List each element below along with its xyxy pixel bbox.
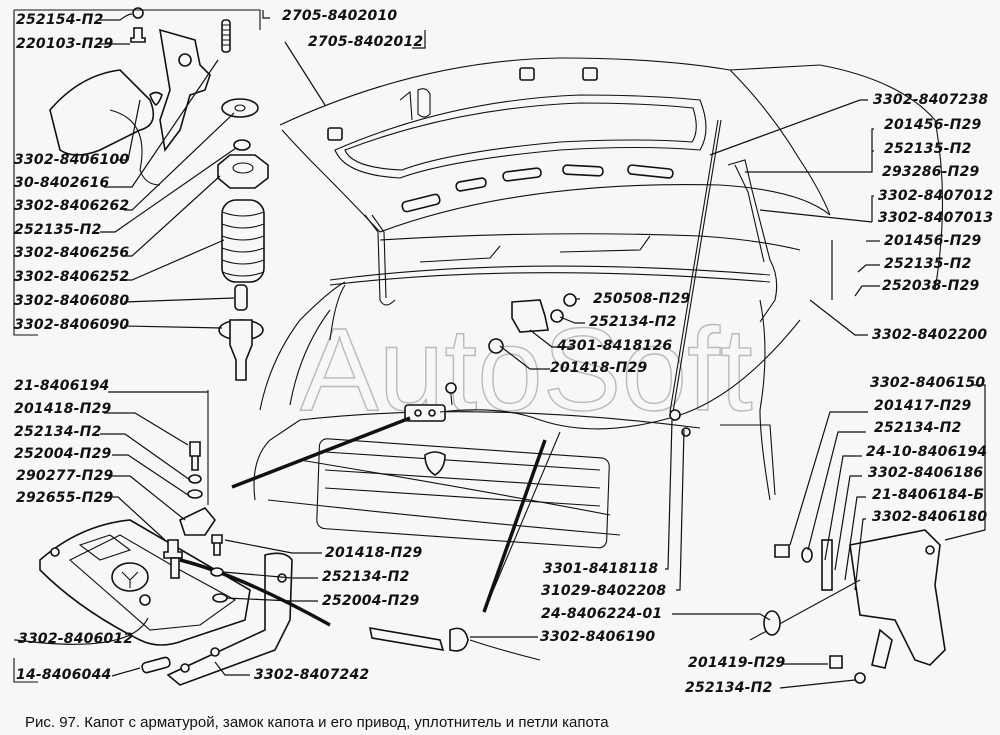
hood-vent-slot xyxy=(502,167,542,182)
part-label: 201418-П29 xyxy=(14,401,112,417)
part-label: 252154-П2 xyxy=(16,12,104,28)
part-label: 252038-П29 xyxy=(882,278,980,294)
part-label: 3302-8407012 xyxy=(878,188,993,204)
part-label: 3302-8406180 xyxy=(872,509,987,525)
part-label: 3302-8406262 xyxy=(14,198,129,214)
part-label: 3302-8406190 xyxy=(540,629,655,645)
part-label: 3302-8406080 xyxy=(14,293,129,309)
part-label: 2705-8402010 xyxy=(282,8,397,24)
return-spring xyxy=(141,656,171,674)
part-label: 252134-П2 xyxy=(589,314,677,330)
part-label: 4301-8418126 xyxy=(556,338,672,354)
cable-holder xyxy=(821,539,833,591)
part-label: 252134-П2 xyxy=(322,569,410,585)
part-label: 3302-8406150 xyxy=(870,375,985,391)
cable-clip xyxy=(449,627,469,652)
part-label: 3302-8407013 xyxy=(878,210,993,226)
part-label: 201418-П29 xyxy=(325,545,423,561)
lock-bracket xyxy=(166,552,293,686)
screw-icon xyxy=(130,27,146,43)
stud-icon xyxy=(234,284,248,311)
part-label: 3302-8407238 xyxy=(873,92,988,108)
bolt-icon xyxy=(829,655,843,669)
hood-vent-slot xyxy=(401,193,441,213)
part-label: 3302-8407242 xyxy=(254,667,369,683)
part-label: 252004-П29 xyxy=(14,446,112,462)
lock-washer-icon xyxy=(233,139,251,151)
hood-vent-slot xyxy=(455,177,487,192)
part-label: 3301-8418118 xyxy=(543,561,658,577)
nut-hex-icon xyxy=(217,154,269,189)
part-label: 201418-П29 xyxy=(550,360,648,376)
hood-vent-slot xyxy=(627,164,674,179)
part-label: 290277-П29 xyxy=(16,468,114,484)
part-label: 21-8406194 xyxy=(14,378,109,394)
part-labels: 252154-П2 220103-П29 2705-8402010 2705-8… xyxy=(14,8,993,696)
grommet xyxy=(763,610,781,636)
part-label: 3302-8406012 xyxy=(18,631,133,647)
hood-bumper xyxy=(582,67,598,81)
lock-plate-assembly xyxy=(13,390,331,686)
hood-drawing xyxy=(231,57,944,613)
part-label: 252135-П2 xyxy=(884,141,972,157)
bolt-head xyxy=(488,338,504,354)
part-label: 252134-П2 xyxy=(14,424,102,440)
part-label: 252135-П2 xyxy=(884,256,972,272)
part-label: 3302-8406100 xyxy=(14,152,129,168)
lock-cable xyxy=(179,558,331,627)
part-label: 3302-8406186 xyxy=(868,465,983,481)
release-cable xyxy=(231,416,411,489)
hood-lock xyxy=(404,404,446,422)
release-handle xyxy=(871,628,893,669)
part-label: 201417-П29 xyxy=(874,398,972,414)
grille-emblem xyxy=(424,451,446,476)
hood-bumper xyxy=(519,67,535,81)
part-label: 201456-П29 xyxy=(884,117,982,133)
cable-clamp xyxy=(179,507,216,536)
hood-vent-slot xyxy=(562,164,604,177)
part-label: 21-8406184-Б xyxy=(872,487,984,503)
part-label: 24-8406224-01 xyxy=(541,606,662,622)
part-label: 24-10-8406194 xyxy=(866,444,987,460)
hood-hinge-bracket xyxy=(159,28,211,152)
part-label: 252134-П2 xyxy=(685,680,773,696)
bolt-icon xyxy=(774,544,790,558)
part-label: 252134-П2 xyxy=(874,420,962,436)
lock-catch xyxy=(511,299,549,333)
hood-prop-rod xyxy=(669,119,719,413)
hood-bumper xyxy=(327,127,343,141)
part-label: 201419-П29 xyxy=(688,655,786,671)
figure-caption: Рис. 97. Капот с арматурой, замок капота… xyxy=(25,714,609,731)
part-label: 250508-П29 xyxy=(593,291,691,307)
cable-sheath xyxy=(368,627,445,652)
part-label: 30-8402616 xyxy=(14,175,110,191)
spring xyxy=(221,19,231,53)
part-label: 3302-8402200 xyxy=(872,327,987,343)
part-label: 292655-П29 xyxy=(16,490,114,506)
part-label: 31029-8402208 xyxy=(541,583,666,599)
left-upper-parts xyxy=(13,7,269,381)
part-label: 201456-П29 xyxy=(884,233,982,249)
hood-spring xyxy=(399,88,431,121)
release-handle-assembly xyxy=(368,529,946,684)
bolt-icon xyxy=(211,534,223,556)
part-label: 293286-П29 xyxy=(882,164,980,180)
part-label: 252135-П2 xyxy=(14,222,102,238)
part-label: 2705-8402012 xyxy=(308,34,423,50)
radiator-grille xyxy=(316,438,610,549)
handle-bracket xyxy=(849,529,946,666)
part-label: 252004-П29 xyxy=(322,593,420,609)
leader-lines xyxy=(14,10,986,689)
part-label: 3302-8406256 xyxy=(14,245,129,261)
part-label: 220103-П29 xyxy=(16,36,114,52)
part-label: 3302-8406090 xyxy=(14,317,129,333)
washer-icon xyxy=(221,98,259,118)
spring-buffer xyxy=(221,199,265,283)
hood-bracket-plate xyxy=(49,69,155,156)
part-label: 3302-8406252 xyxy=(14,269,129,285)
bolt-icon xyxy=(163,539,183,559)
part-label: 14-8406044 xyxy=(16,667,111,683)
bolt-icon xyxy=(189,441,201,471)
